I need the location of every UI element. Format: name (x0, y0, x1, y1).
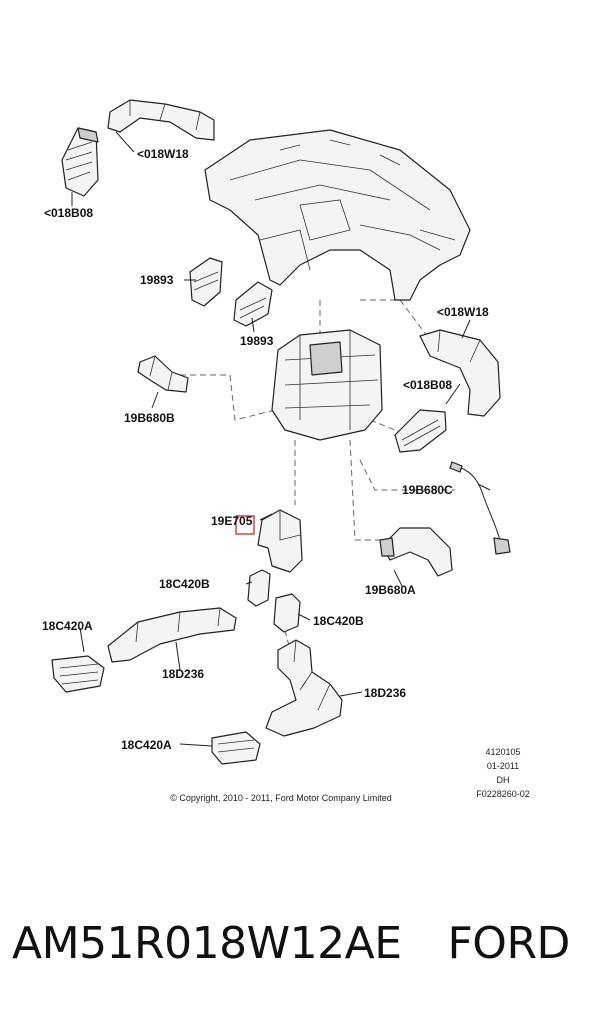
connector-18c420b-upper (247, 569, 271, 607)
leader-lines (71, 131, 491, 747)
floor-duct-18d236-right (265, 639, 343, 737)
callout-18c420b-upper: 18C420B (159, 577, 210, 591)
part-number: AM51R018W12AE (12, 917, 402, 969)
callout-18d236-right: 18D236 (364, 686, 406, 700)
callout-18c420a-right: 18C420A (121, 738, 172, 752)
brand-name: FORD (447, 917, 571, 969)
callout-018w18-right: <018W18 (437, 305, 489, 319)
center-vent-lower (233, 281, 273, 327)
callout-018w18-top: <018W18 (137, 147, 189, 161)
adapter-19e705 (257, 509, 303, 573)
left-floor-duct-19b680b (137, 355, 189, 393)
meta-line-1: 4120105 (485, 747, 520, 757)
outlet-18c420a-right (211, 731, 261, 765)
callout-19893-lower: 19893 (240, 334, 274, 348)
callout-19e705: 19E705 (211, 514, 253, 528)
left-vent-nozzle (61, 127, 99, 197)
callout-18d236-left: 18D236 (162, 667, 204, 681)
left-duct (107, 99, 215, 141)
hvac-housing (271, 329, 383, 441)
exploded-parts-diagram: <018W18 <018B08 19893 19893 <018W18 <018… (42, 99, 530, 803)
copyright-notice: © Copyright, 2010 - 2011, Ford Motor Com… (170, 793, 392, 803)
connector-18c420b-lower (273, 593, 301, 633)
callout-labels: <018W18 <018B08 19893 19893 <018W18 <018… (42, 147, 489, 752)
right-duct (419, 329, 501, 417)
drawing-metadata: 4120105 01-2011 DH F0228260-02 (476, 747, 530, 799)
callout-19b680c: 19B680C (402, 483, 453, 497)
meta-line-2: 01-2011 (487, 761, 519, 771)
outlet-18c420a-left (51, 655, 105, 693)
meta-line-3: DH (497, 775, 510, 785)
callout-19b680a: 19B680A (365, 583, 416, 597)
callout-18c420a-left: 18C420A (42, 619, 93, 633)
callout-018b08-top: <018B08 (44, 206, 93, 220)
highlight-box (235, 515, 255, 535)
meta-line-4: F0228260-02 (476, 789, 530, 799)
floor-duct-18d236-left (107, 607, 237, 663)
callout-18c420b-lower: 18C420B (313, 614, 364, 628)
callout-018b08-right: <018B08 (403, 378, 452, 392)
duct-19b680a (379, 527, 453, 577)
dashboard-panel (204, 129, 471, 301)
callout-19893-upper: 19893 (140, 273, 174, 287)
part-caption: AM51R018W12AE FORD (12, 908, 592, 978)
center-vent-upper (189, 257, 223, 307)
tube-19b680c (449, 461, 511, 555)
right-vent-nozzle (394, 409, 447, 453)
callout-19b680b: 19B680B (124, 411, 175, 425)
